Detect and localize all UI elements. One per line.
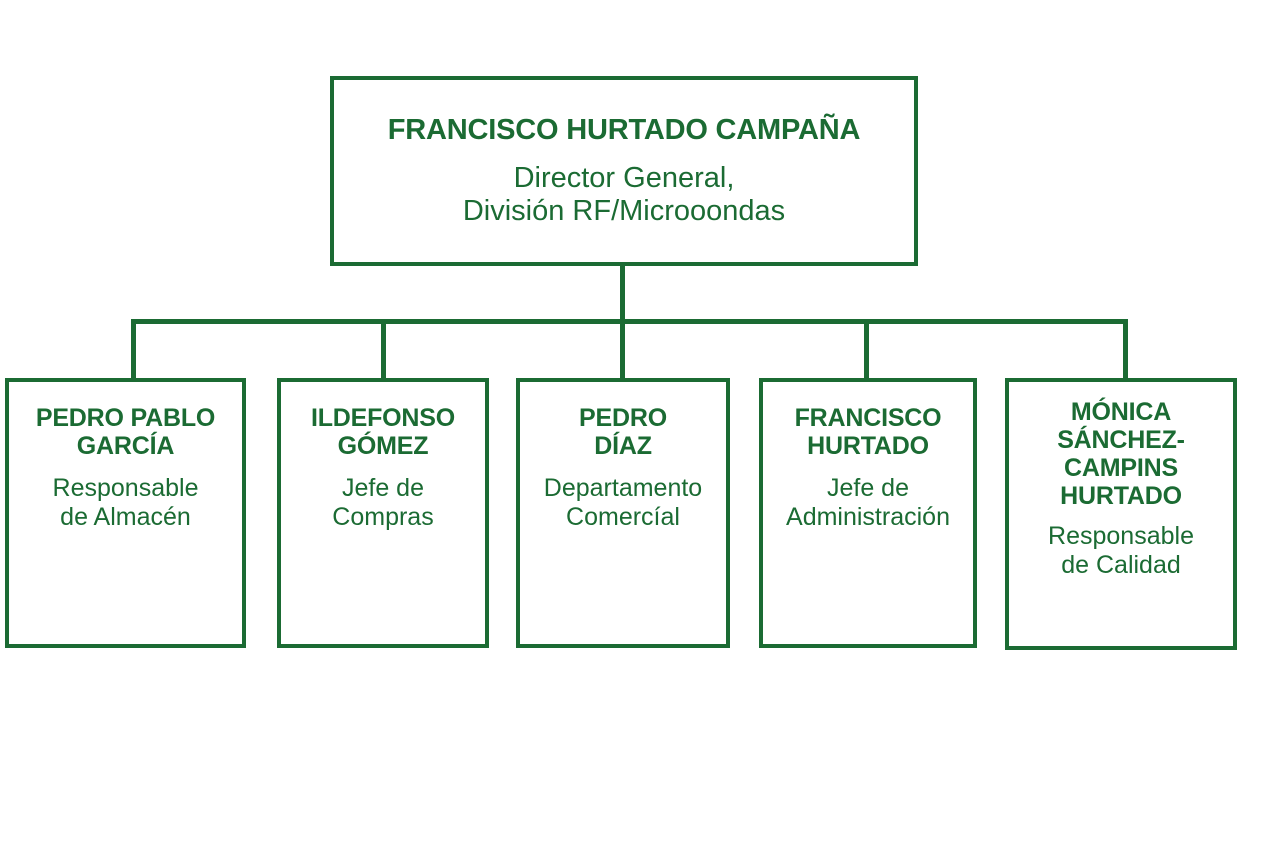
org-node-child-2-name: PEDRO DÍAZ (579, 404, 667, 460)
connector-drop-child-1 (381, 319, 386, 379)
org-node-child-2[interactable]: PEDRO DÍAZ Departamento Comercíal (516, 378, 730, 648)
org-node-child-0[interactable]: PEDRO PABLO GARCÍA Responsable de Almacé… (5, 378, 246, 648)
org-node-child-0-name: PEDRO PABLO GARCÍA (35, 404, 216, 460)
connector-drop-child-0 (131, 319, 136, 379)
org-node-child-0-role: Responsable de Almacén (52, 474, 199, 531)
org-node-child-1-role: Jefe de Compras (332, 474, 434, 531)
org-node-child-3[interactable]: FRANCISCO HURTADO Jefe de Administración (759, 378, 977, 648)
org-node-child-1-name: ILDEFONSO GÓMEZ (310, 404, 456, 460)
connector-drop-child-3 (864, 319, 869, 379)
org-node-child-1[interactable]: ILDEFONSO GÓMEZ Jefe de Compras (277, 378, 489, 648)
org-node-root-role: Director General, División RF/Microoonda… (462, 162, 786, 228)
org-node-child-4[interactable]: MÓNICA SÁNCHEZ- CAMPINS HURTADO Responsa… (1005, 378, 1237, 650)
org-node-root[interactable]: FRANCISCO HURTADO CAMPAÑA Director Gener… (330, 76, 918, 266)
connector-drop-child-4 (1123, 319, 1128, 379)
org-node-child-4-name: MÓNICA SÁNCHEZ- CAMPINS HURTADO (1057, 398, 1185, 510)
org-node-root-name: FRANCISCO HURTADO CAMPAÑA (387, 113, 861, 146)
connector-drop-child-2 (620, 319, 625, 379)
org-node-child-2-role: Departamento Comercíal (543, 474, 703, 531)
org-node-child-4-role: Responsable de Calidad (1048, 522, 1194, 579)
org-node-child-3-role: Jefe de Administración (786, 474, 950, 531)
connector-trunk-vertical (620, 266, 625, 324)
org-node-child-3-name: FRANCISCO HURTADO (794, 404, 942, 460)
connector-horizontal-bus (131, 319, 1128, 324)
